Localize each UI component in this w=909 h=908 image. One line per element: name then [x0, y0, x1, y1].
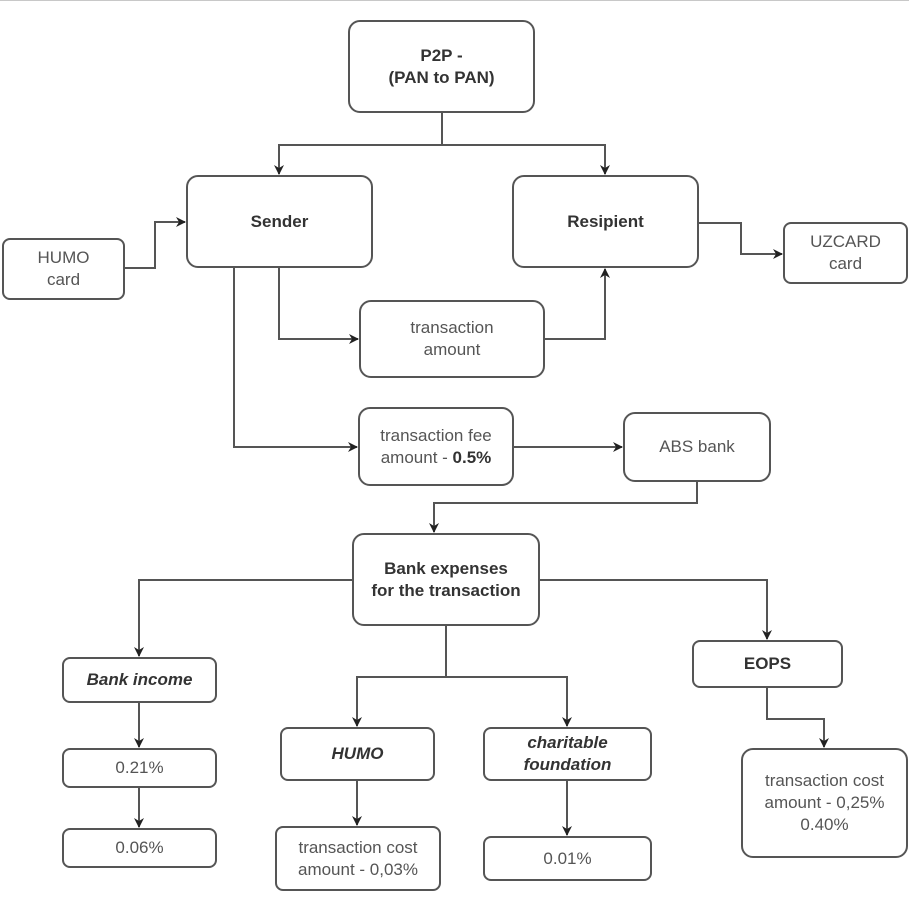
node-charitable: charitable foundation [483, 727, 652, 781]
edge-expenses-eops [540, 579, 772, 640]
abs-label: ABS bank [659, 437, 735, 456]
charitable-line1: charitable [527, 733, 608, 752]
node-eops-cost: transaction cost amount - 0,25% 0.40% [741, 748, 908, 858]
fee-value: 0.5% [452, 447, 492, 467]
p2p-line2: (PAN to PAN) [388, 67, 495, 87]
humo-cost-line1: transaction cost [298, 837, 418, 857]
node-uzcard-card: UZCARD card [783, 222, 908, 284]
node-transaction-fee: transaction fee amount - 0.5% [358, 407, 514, 486]
node-charitable-rate: 0.01% [483, 836, 652, 881]
fee-line2: amount - 0.5% [381, 447, 492, 469]
node-recipient: Resipient [512, 175, 699, 268]
edge-expenses-humo [352, 626, 447, 727]
edge-expenses-income [134, 579, 352, 657]
p2p-line1: P2P - [420, 45, 463, 65]
edge-recipient-uzcard [699, 222, 783, 259]
edge-sender-fee [233, 268, 358, 452]
recipient-label: Resipient [567, 211, 644, 231]
charitable-line2: foundation [523, 755, 612, 774]
node-bank-expenses: Bank expenses for the transaction [352, 533, 540, 626]
expenses-line2: for the transaction [371, 580, 521, 600]
humo-cost-line2: amount - 0,03% [297, 859, 418, 879]
node-humo-card: HUMO card [2, 238, 125, 300]
fee-prefix: amount - [380, 447, 453, 467]
node-humo: HUMO [280, 727, 435, 781]
edge-expenses-charitable [446, 676, 572, 727]
eops-cost-line2: amount - 0,25% [764, 793, 885, 812]
edge-amount-recipient [545, 268, 610, 340]
node-bank-income-rate2: 0.06% [62, 828, 217, 868]
node-bank-income-rate1: 0.21% [62, 748, 217, 788]
top-border [0, 0, 909, 1]
node-abs-bank: ABS bank [623, 412, 771, 482]
node-eops: EOPS [692, 640, 843, 688]
eops-label: EOPS [743, 654, 792, 673]
edge-sender-amount [278, 268, 359, 344]
charitable-rate-label: 0.01% [543, 848, 592, 868]
node-humo-cost: transaction cost amount - 0,03% [275, 826, 441, 891]
edge-p2p-recipient [442, 144, 610, 175]
amount-line1: transaction [410, 318, 494, 337]
rate2-label: 0.06% [115, 838, 164, 857]
humo-card-line2: card [46, 270, 81, 289]
bank-income-label: Bank income [86, 670, 193, 689]
edge-humocard-sender [125, 217, 186, 269]
node-transaction-amount: transaction amount [359, 300, 545, 378]
humo-label: HUMO [331, 744, 384, 763]
fee-line1: transaction fee [380, 425, 492, 445]
sender-label: Sender [250, 211, 309, 231]
node-sender: Sender [186, 175, 373, 268]
node-p2p: P2P - (PAN to PAN) [348, 20, 535, 113]
expenses-line1: Bank expenses [384, 558, 508, 578]
edge-eops-cost [766, 688, 829, 748]
edge-abs-expenses [429, 482, 698, 533]
uzcard-line1: UZCARD [810, 232, 881, 251]
rate1-label: 0.21% [115, 758, 164, 777]
edge-p2p-sender [274, 113, 443, 175]
humo-card-line1: HUMO [37, 248, 90, 267]
uzcard-line2: card [828, 254, 863, 273]
amount-line2: amount [423, 340, 481, 359]
eops-cost-line3: 0.40% [800, 815, 849, 834]
eops-cost-line1: transaction cost [764, 771, 885, 790]
node-bank-income: Bank income [62, 657, 217, 703]
